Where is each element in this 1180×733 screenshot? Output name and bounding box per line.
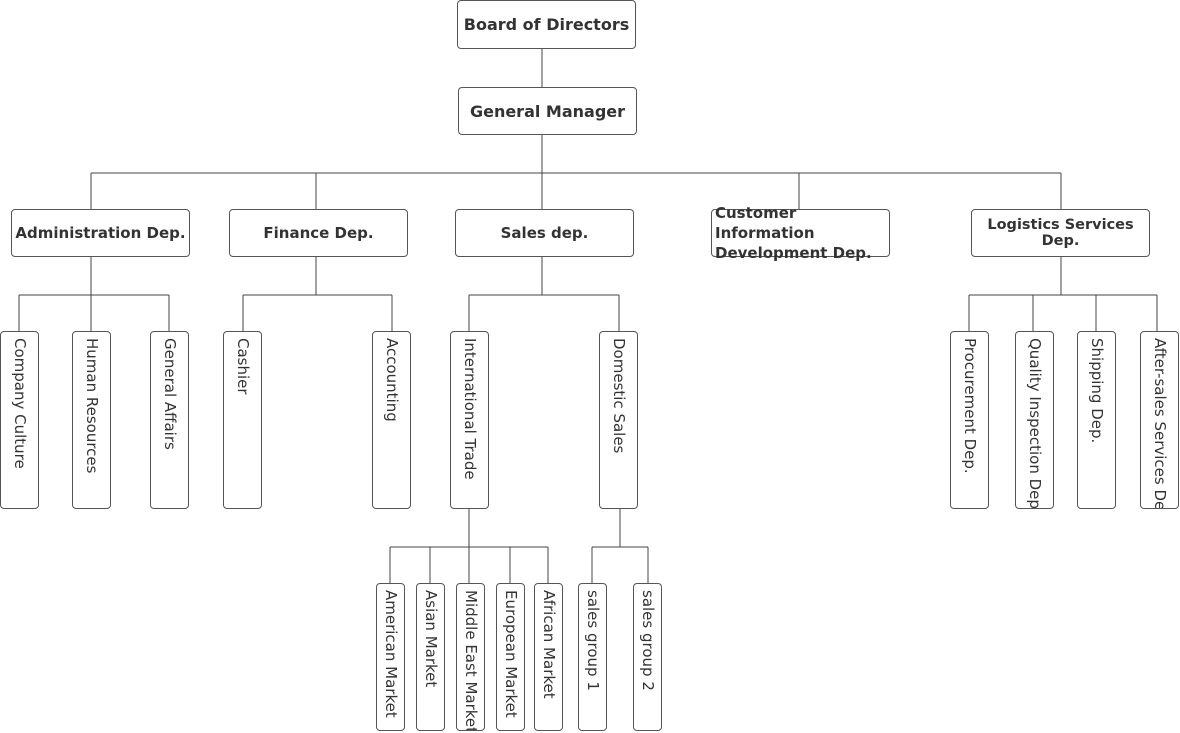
procurement-node: Procurement Dep. [950, 331, 989, 509]
node-label: International Trade [461, 338, 479, 480]
node-label: Finance Dep. [263, 224, 374, 242]
node-label: Middle East Market [462, 590, 480, 731]
board-of-directors-node: Board of Directors [457, 0, 636, 49]
cashier-node: Cashier [223, 331, 262, 509]
node-label-line-2: Development Dep. [715, 244, 872, 262]
node-label: Administration Dep. [15, 224, 186, 242]
customer-information-department-node: Customer Information Development Dep. [711, 204, 890, 262]
node-label: Board of Directors [463, 15, 630, 34]
sales-group-1-node: sales group 1 [578, 583, 607, 731]
quality-inspection-node: Quality Inspection Dep. [1015, 331, 1054, 509]
node-label: Shipping Dep. [1088, 338, 1106, 444]
node-label: African Market [540, 590, 558, 699]
node-label: Asian Market [422, 590, 440, 688]
node-label: Accounting [383, 338, 401, 422]
node-label: General Affairs [161, 338, 179, 450]
node-label: Logistics Services Dep. [987, 217, 1134, 249]
logistics-services-department-node: Logistics Services Dep. [971, 209, 1150, 257]
node-label: Company Culture [11, 338, 29, 469]
human-resources-node: Human Resources [72, 331, 111, 509]
node-label-line-1: Customer Information [715, 204, 815, 242]
african-market-node: African Market [534, 583, 563, 731]
node-label: European Market [502, 590, 520, 718]
node-label: American Market [382, 590, 400, 718]
node-label: After-sales Services Dep [1151, 338, 1169, 509]
american-market-node: American Market [376, 583, 405, 731]
after-sales-services-node: After-sales Services Dep [1140, 331, 1179, 509]
domestic-sales-node: Domestic Sales [599, 331, 638, 509]
node-label: Procurement Dep. [961, 338, 979, 474]
node-label: General Manager [469, 101, 626, 121]
european-market-node: European Market [496, 583, 525, 731]
node-label: Human Resources [83, 338, 101, 474]
node-label: Quality Inspection Dep. [1026, 338, 1044, 509]
shipping-node: Shipping Dep. [1077, 331, 1116, 509]
administration-department-node: Administration Dep. [11, 209, 190, 257]
node-label: sales group 1 [584, 590, 602, 691]
node-label: Domestic Sales [610, 338, 628, 454]
general-manager-node: General Manager [458, 87, 637, 135]
node-label: sales group 2 [639, 590, 657, 691]
company-culture-node: Company Culture [0, 331, 39, 509]
middle-east-market-node: Middle East Market [456, 583, 485, 731]
sales-group-2-node: sales group 2 [633, 583, 662, 731]
sales-department-node: Sales dep. [455, 209, 634, 257]
node-label: Sales dep. [500, 224, 589, 242]
accounting-node: Accounting [372, 331, 411, 509]
node-label: Cashier [234, 338, 252, 395]
finance-department-node: Finance Dep. [229, 209, 408, 257]
general-affairs-node: General Affairs [150, 331, 189, 509]
international-trade-node: International Trade [450, 331, 489, 509]
asian-market-node: Asian Market [416, 583, 445, 731]
